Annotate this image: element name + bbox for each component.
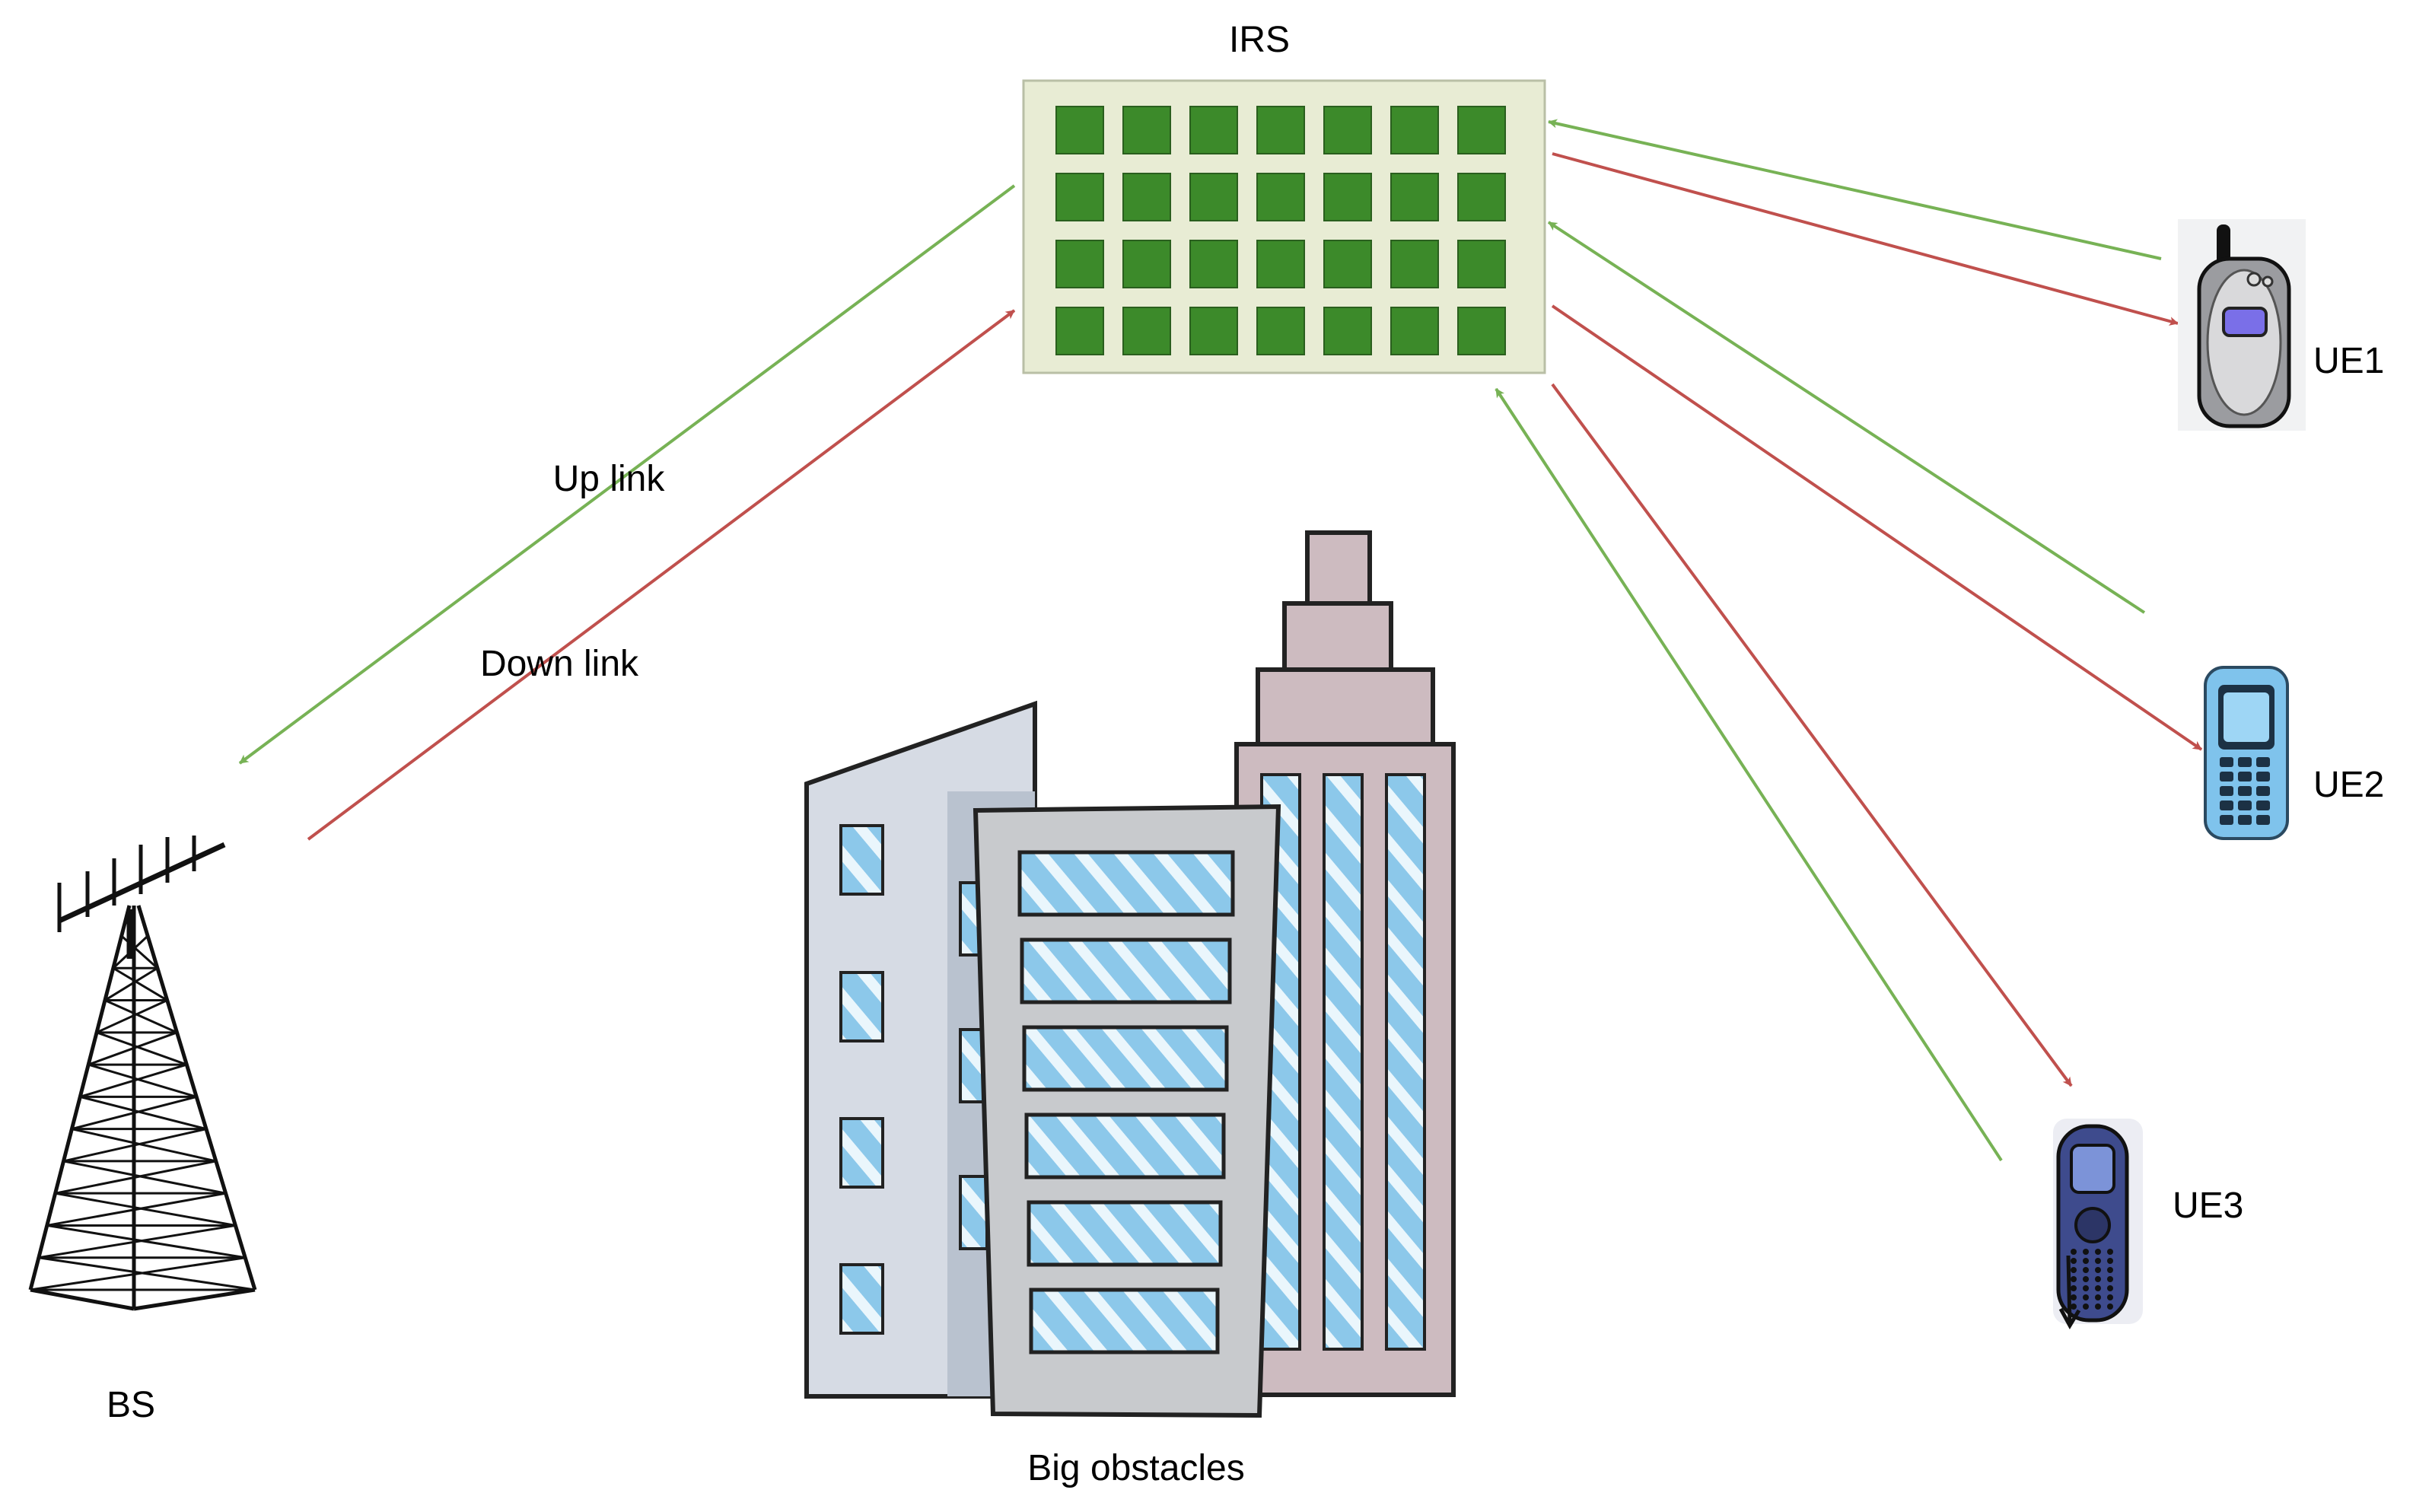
uplink-arrow-ue1 xyxy=(1548,119,2162,260)
slider-phone-icon xyxy=(2053,1119,2143,1330)
irs-element xyxy=(1457,307,1506,355)
irs-element xyxy=(1457,173,1506,221)
irs-element xyxy=(1390,307,1439,355)
irs-element xyxy=(1189,240,1238,288)
irs-element xyxy=(1323,106,1372,154)
building-right xyxy=(1234,530,1456,1397)
irs-element xyxy=(1323,307,1372,355)
uplink-label: Up link xyxy=(553,459,666,499)
irs-element xyxy=(1122,173,1171,221)
ue1-label: UE1 xyxy=(2313,341,2384,381)
irs-element xyxy=(1323,173,1372,221)
flip-phone-icon xyxy=(2178,219,2306,431)
ue2-label: UE2 xyxy=(2313,765,2384,805)
uplink-arrow-ue2 xyxy=(1547,221,2146,614)
uplink-arrow-bs xyxy=(238,184,1016,765)
irs-element xyxy=(1122,307,1171,355)
building-center xyxy=(973,804,1281,1418)
building-window xyxy=(1022,1025,1229,1092)
irs-element xyxy=(1457,240,1506,288)
building-window xyxy=(1029,1288,1220,1354)
irs-element xyxy=(1390,240,1439,288)
irs-element xyxy=(1457,106,1506,154)
irs-panel xyxy=(1022,79,1546,374)
bs-label: BS xyxy=(107,1385,155,1425)
irs-element xyxy=(1055,106,1104,154)
irs-element xyxy=(1122,106,1171,154)
building-window xyxy=(1027,1200,1223,1267)
irs-element xyxy=(1256,173,1305,221)
downlink-arrow-ue2 xyxy=(1551,304,2203,751)
uplink-arrow-ue3 xyxy=(1495,387,2003,1162)
downlink-label: Down link xyxy=(480,644,639,684)
irs-element xyxy=(1256,106,1305,154)
downlink-arrow-ue1 xyxy=(1552,152,2179,326)
buildings-icon xyxy=(804,530,1456,1418)
irs-element xyxy=(1256,240,1305,288)
building-window xyxy=(1017,850,1235,917)
irs-element xyxy=(1055,173,1104,221)
candybar-phone-icon xyxy=(2204,666,2289,840)
ue3-label: UE3 xyxy=(2173,1186,2243,1226)
obstacles-label: Big obstacles xyxy=(1027,1448,1245,1488)
building-window xyxy=(1020,937,1232,1004)
downlink-arrow-irs xyxy=(307,309,1016,841)
lattice-tower-icon xyxy=(28,836,257,1311)
irs-element xyxy=(1189,173,1238,221)
downlink-arrow-ue3 xyxy=(1551,383,2073,1087)
irs-element xyxy=(1323,240,1372,288)
irs-element xyxy=(1256,307,1305,355)
irs-element xyxy=(1122,240,1171,288)
irs-element xyxy=(1189,307,1238,355)
irs-element xyxy=(1390,106,1439,154)
irs-element xyxy=(1055,307,1104,355)
irs-element xyxy=(1189,106,1238,154)
irs-element xyxy=(1390,173,1439,221)
irs-element xyxy=(1055,240,1104,288)
building-window xyxy=(1024,1113,1226,1179)
irs-label: IRS xyxy=(1229,20,1290,60)
irs-element-grid xyxy=(1055,106,1506,355)
